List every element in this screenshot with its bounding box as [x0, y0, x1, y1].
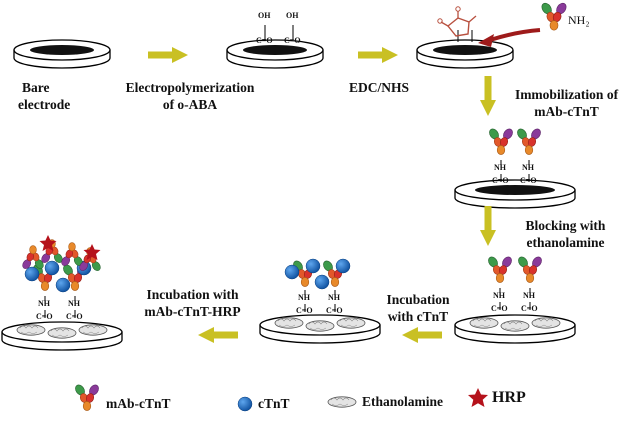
arrow-step-3	[480, 76, 496, 116]
legend-ctnt-label: cTnT	[258, 396, 290, 411]
incubation-hrp-label-line1: Incubation with	[146, 287, 239, 302]
nh-label-e7a: NH	[38, 299, 50, 308]
incubation-ctnt-label-line2: with cTnT	[387, 309, 449, 324]
cooh-label-e5b: C=O	[521, 304, 538, 313]
cooh-label-1: C=O	[256, 36, 273, 45]
nh-label-e7b: NH	[68, 299, 80, 308]
red-attack-arrow	[478, 28, 541, 47]
nhs-ester-icon	[437, 6, 477, 37]
blocked-electrode	[454, 254, 576, 344]
immobilization-label-line1: Immobilization of	[514, 87, 619, 102]
cooh-label-e6b: C=O	[326, 306, 343, 315]
arrow-step-6	[198, 327, 238, 343]
cooh-label-e7a: C=O	[36, 312, 53, 321]
cooh-label-e6a: C=O	[296, 306, 313, 315]
arrow-step-4	[480, 206, 496, 246]
arrow-step-2	[358, 47, 398, 63]
nh-label-e4b: NH	[522, 163, 534, 172]
legend-hrp-star-icon	[468, 388, 488, 407]
arrow-step-5	[402, 327, 442, 343]
incoming-antibody-icon	[539, 1, 569, 31]
edc-nhs-label: EDC/NHS	[349, 80, 410, 95]
cooh-label-e4a: C=O	[492, 176, 509, 185]
sandwich-electrode	[1, 235, 123, 351]
polymer-electrode	[226, 25, 324, 69]
nh-label-e5b: NH	[523, 291, 535, 300]
legend-ctnt-icon	[237, 396, 253, 412]
cooh-label-e7b: C=O	[66, 312, 83, 321]
bare-label-line1: Bare	[22, 80, 50, 95]
antibody-electrode	[454, 126, 576, 209]
electropoly-label-line1: Electropolymerization	[125, 80, 255, 95]
nh-label-e5a: NH	[493, 291, 505, 300]
legend-antibody-label: mAb-cTnT	[106, 396, 171, 411]
legend-antibody-icon	[73, 382, 101, 411]
oh-label-1: OH	[258, 11, 271, 20]
nh-label-e6b: NH	[328, 293, 340, 302]
nh2-label: NH₂	[568, 13, 590, 27]
blocking-label-line2: ethanolamine	[526, 235, 605, 250]
bare-electrode	[13, 39, 111, 69]
immobilization-label-line2: mAb-cTnT	[534, 104, 599, 119]
cooh-label-e5a: C=O	[491, 304, 508, 313]
incubation-ctnt-label-line1: Incubation	[386, 292, 450, 307]
bare-label-line2: electrode	[18, 97, 71, 112]
legend-ethanolamine-icon	[327, 396, 357, 408]
cooh-label-e4b: C=O	[520, 176, 537, 185]
activated-electrode	[416, 30, 514, 69]
incubation-hrp-label-line2: mAb-cTnT-HRP	[144, 304, 241, 319]
legend-ethanolamine-label: Ethanolamine	[362, 394, 444, 409]
cooh-label-2: C=O	[284, 36, 301, 45]
electropoly-label-line2: of o-ABA	[162, 97, 218, 112]
arrow-step-1	[148, 47, 188, 63]
nh-label-e6a: NH	[298, 293, 310, 302]
legend-hrp-label: HRP	[492, 389, 526, 406]
nh-label-e4a: NH	[494, 163, 506, 172]
blocking-label-line1: Blocking with	[525, 218, 606, 233]
oh-label-2: OH	[286, 11, 299, 20]
ctnt-electrode	[259, 258, 381, 344]
